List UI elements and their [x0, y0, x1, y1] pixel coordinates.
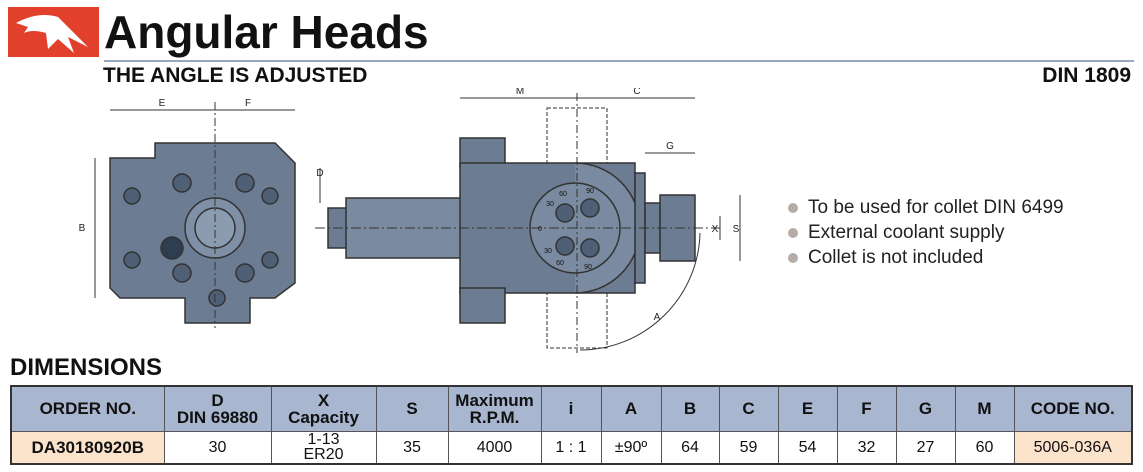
cell-e: 54	[777, 430, 838, 465]
dim-label-x: X	[712, 224, 719, 235]
feature-list: To be used for collet DIN 6499 External …	[788, 195, 1064, 270]
cell-i: 1 : 1	[540, 430, 602, 465]
cell-g: 27	[895, 430, 956, 465]
dim-label-f: F	[245, 98, 251, 109]
cell-m: 60	[954, 430, 1015, 465]
feature-text: Collet is not included	[808, 246, 984, 268]
cell-order-no: DA30180920B	[10, 430, 165, 465]
header-g: G	[895, 385, 956, 432]
cell-f: 32	[836, 430, 897, 465]
feature-item: Collet is not included	[788, 245, 1064, 270]
cell-code-no: 5006-036A	[1013, 430, 1133, 465]
standard-label: DIN 1809	[1042, 64, 1131, 87]
dial-label: 60	[556, 260, 564, 267]
header-order-no: ORDER NO.	[10, 385, 165, 432]
dim-label-m: M	[516, 88, 524, 97]
dim-label-s: S	[733, 224, 740, 235]
header-f: F	[836, 385, 897, 432]
bullet-icon	[788, 227, 798, 238]
feature-text: External coolant supply	[808, 221, 1005, 243]
header-m: M	[954, 385, 1015, 432]
header-b: B	[660, 385, 720, 432]
section-title: DIMENSIONS	[10, 354, 163, 381]
header-i: i	[540, 385, 602, 432]
header-c: C	[718, 385, 779, 432]
subtitle: THE ANGLE IS ADJUSTED	[103, 64, 368, 87]
page-title: Angular Heads	[104, 6, 429, 58]
header-e: E	[777, 385, 838, 432]
bullet-icon	[788, 252, 798, 263]
dim-label-b: B	[79, 223, 86, 234]
header-a: A	[600, 385, 662, 432]
cell-d: 30	[163, 430, 272, 465]
technical-drawing: E F B D M C G X S A 90 60 30 0 30 60 90	[79, 88, 741, 353]
bullet-icon	[788, 202, 798, 213]
dial-label: 30	[546, 201, 554, 208]
dial-label: 30	[544, 248, 552, 255]
dim-label-g: G	[666, 141, 674, 152]
feature-item: External coolant supply	[788, 220, 1064, 245]
feature-item: To be used for collet DIN 6499	[788, 195, 1064, 220]
cell-c: 59	[718, 430, 779, 465]
title-divider	[104, 60, 1134, 62]
cell-s: 35	[375, 430, 449, 465]
dim-label-e: E	[159, 98, 166, 109]
feature-text: To be used for collet DIN 6499	[808, 196, 1064, 218]
dial-label: 90	[586, 188, 594, 195]
dial-label: 90	[584, 264, 592, 271]
dial-label: 0	[538, 226, 542, 233]
cell-a: ±90º	[600, 430, 662, 465]
cell-b: 64	[660, 430, 720, 465]
cell-rpm: 4000	[447, 430, 542, 465]
header-code-no: CODE NO.	[1013, 385, 1133, 432]
header-s: S	[375, 385, 449, 432]
eagle-logo	[8, 7, 99, 57]
dim-label-d: D	[316, 168, 323, 179]
dial-label: 60	[559, 191, 567, 198]
dim-label-a: A	[654, 312, 661, 323]
dim-label-c: C	[633, 88, 640, 97]
